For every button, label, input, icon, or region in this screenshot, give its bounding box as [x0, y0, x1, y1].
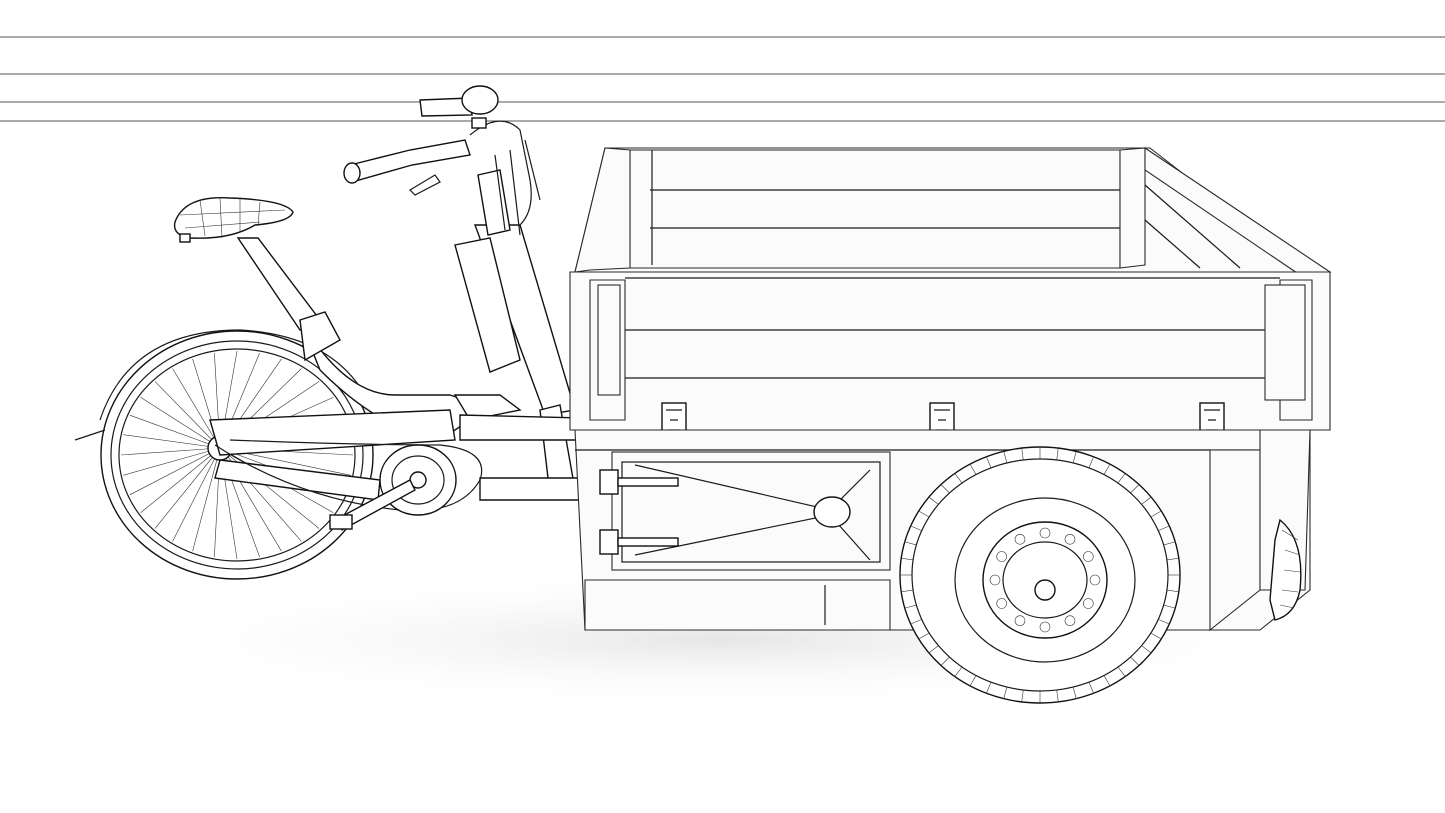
rear-fender — [99, 329, 366, 421]
door-hinge-bottom — [599, 529, 679, 555]
bike-frame — [209, 224, 586, 501]
background-guide-lines — [0, 36, 1445, 122]
drivetrain — [214, 439, 483, 531]
front-wheel-far — [1269, 518, 1302, 621]
front-wheel-right — [899, 446, 1181, 704]
saddle — [173, 197, 294, 243]
door-hinge-top — [599, 469, 679, 495]
seat-post — [236, 237, 322, 331]
handlebar — [343, 85, 541, 236]
